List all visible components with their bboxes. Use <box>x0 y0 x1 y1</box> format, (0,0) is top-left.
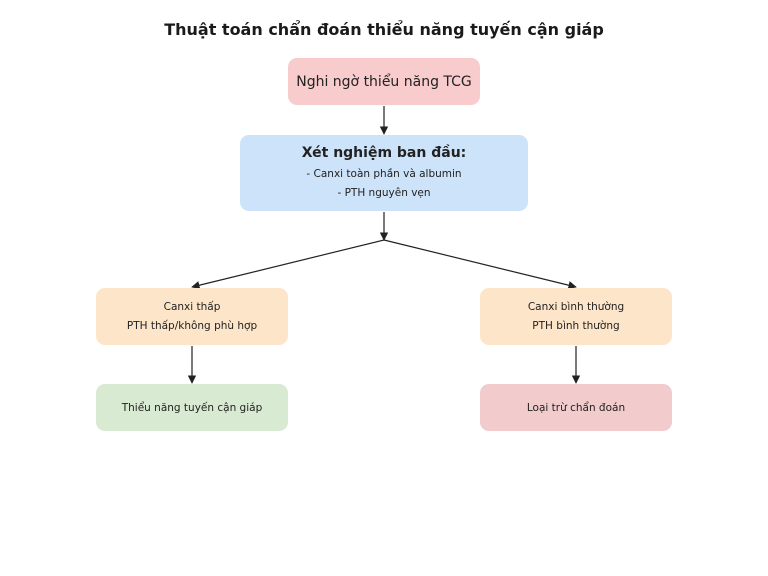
node-initial-tests-line-2: - PTH nguyên vẹn <box>337 187 431 199</box>
node-initial-tests-line-1: - Canxi toàn phần và albumin <box>306 168 462 180</box>
node-suspicion: Nghi ngờ thiểu năng TCG <box>288 58 480 105</box>
node-normal-calcium-line-2: PTH bình thường <box>532 319 620 332</box>
arrow-split-to-low <box>191 239 385 290</box>
node-normal-calcium-line-1: Canxi bình thường <box>527 300 625 313</box>
diagram-title: Thuật toán chẩn đoán thiểu năng tuyến cậ… <box>164 20 604 39</box>
arrow-split-to-normal <box>383 239 577 290</box>
node-initial-tests: Xét nghiệm ban đầu: - Canxi toàn phần và… <box>240 135 528 211</box>
node-low-calcium-line-1: Canxi thấp <box>163 300 221 313</box>
node-low-calcium-line-2: PTH thấp/không phù hợp <box>126 319 258 332</box>
node-exclude-diagnosis-label: Loại trừ chẩn đoán <box>526 401 626 414</box>
node-normal-calcium: Canxi bình thường PTH bình thường <box>480 288 672 345</box>
node-hypoparathyroidism-label: Thiểu năng tuyến cận giáp <box>121 401 263 414</box>
node-initial-tests-heading: Xét nghiệm ban đầu: <box>301 145 467 161</box>
node-low-calcium: Canxi thấp PTH thấp/không phù hợp <box>96 288 288 345</box>
node-hypoparathyroidism: Thiểu năng tuyến cận giáp <box>96 384 288 431</box>
node-exclude-diagnosis: Loại trừ chẩn đoán <box>480 384 672 431</box>
node-suspicion-label: Nghi ngờ thiểu năng TCG <box>296 73 472 90</box>
